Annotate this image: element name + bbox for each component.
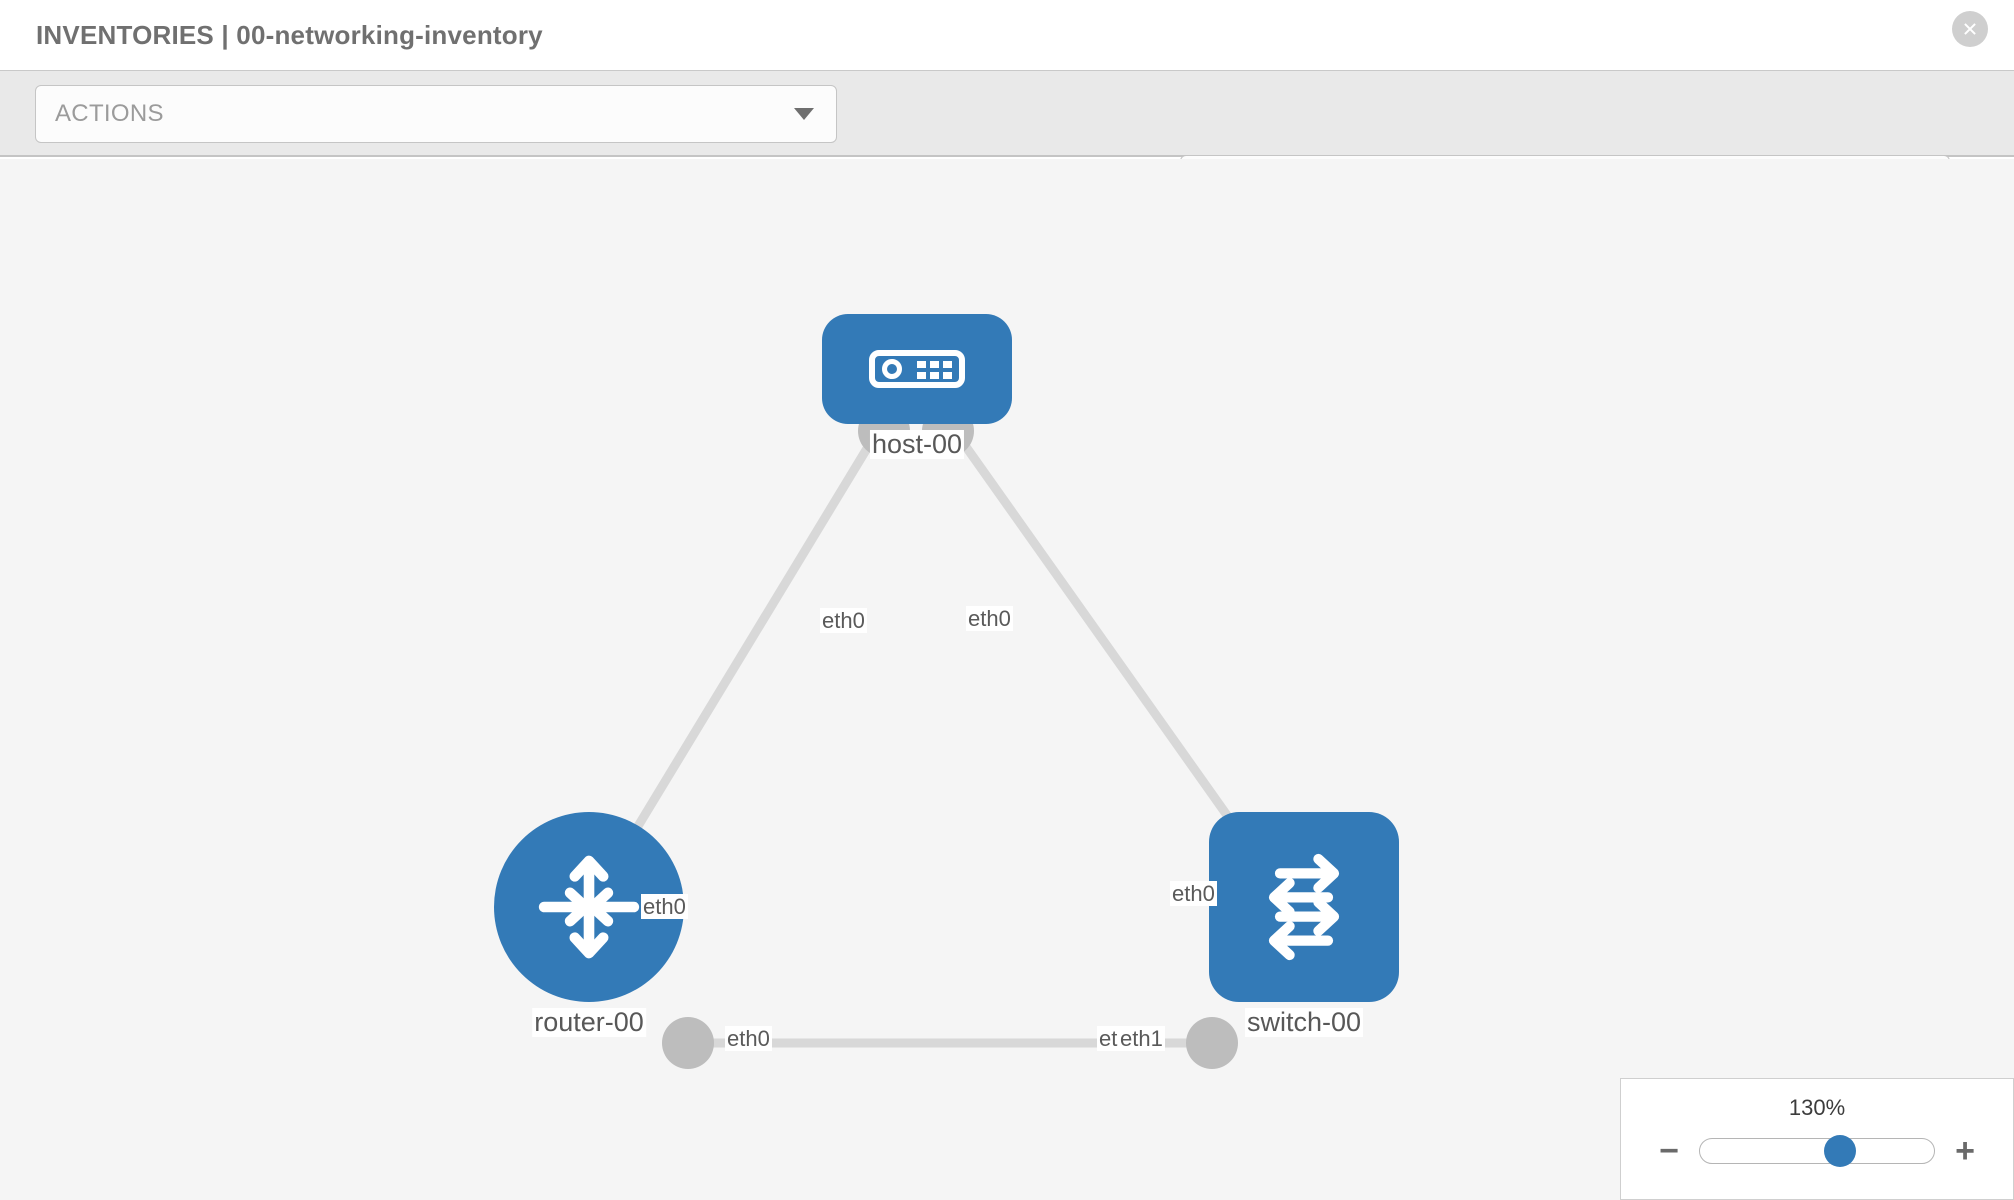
window-header: INVENTORIES | 00-networking-inventory bbox=[0, 0, 2014, 70]
interface-label-switch-left-b: eth1 bbox=[1118, 1026, 1165, 1052]
interface-label-switch-uplink: eth0 bbox=[1170, 881, 1217, 907]
node-switch-00[interactable]: switch-00 bbox=[1209, 812, 1399, 1038]
zoom-level-value: 130% bbox=[1788, 1095, 1846, 1120]
chevron-down-icon bbox=[794, 108, 814, 120]
node-switch-00-shape[interactable] bbox=[1209, 812, 1399, 1002]
zoom-slider-track[interactable] bbox=[1699, 1135, 1935, 1167]
server-icon bbox=[869, 350, 965, 388]
interface-label-router-uplink: eth0 bbox=[641, 894, 688, 920]
actions-dropdown[interactable]: ACTIONS bbox=[35, 85, 837, 143]
zoom-in-button[interactable]: + bbox=[1955, 1132, 1975, 1170]
node-switch-00-label: switch-00 bbox=[1244, 1007, 1364, 1038]
link-host-switch[interactable] bbox=[948, 424, 1262, 862]
close-button[interactable] bbox=[1952, 11, 1988, 47]
interface-label-router-right: eth0 bbox=[725, 1026, 772, 1052]
page-title: INVENTORIES | 00-networking-inventory bbox=[36, 19, 543, 50]
node-host-00-label: host-00 bbox=[869, 429, 965, 460]
zoom-out-button[interactable]: − bbox=[1659, 1132, 1679, 1170]
interface-label-host-left: eth0 bbox=[820, 608, 867, 634]
close-icon bbox=[1964, 23, 1976, 35]
zoom-slider-row: − + bbox=[1621, 1131, 2013, 1171]
actions-dropdown-label: ACTIONS bbox=[55, 100, 164, 127]
zoom-slider-thumb[interactable] bbox=[1824, 1135, 1857, 1167]
topology-canvas[interactable]: host-00 bbox=[0, 159, 2014, 1200]
node-host-00-shape[interactable] bbox=[822, 314, 1012, 424]
node-router-00-label: router-00 bbox=[532, 1007, 646, 1038]
connector-switch-left[interactable] bbox=[1186, 1017, 1238, 1069]
interface-label-host-right: eth0 bbox=[966, 606, 1013, 632]
node-host-00[interactable]: host-00 bbox=[822, 314, 1012, 460]
topology-toolbar: ACTIONS SEARCH bbox=[0, 70, 2014, 213]
switch-arrows-icon bbox=[1268, 853, 1340, 961]
node-router-00[interactable]: router-00 bbox=[494, 812, 684, 1038]
router-arrows-icon bbox=[538, 855, 640, 959]
zoom-control-panel: 130% − + bbox=[1620, 1078, 2014, 1200]
connector-router-right[interactable] bbox=[662, 1017, 714, 1069]
